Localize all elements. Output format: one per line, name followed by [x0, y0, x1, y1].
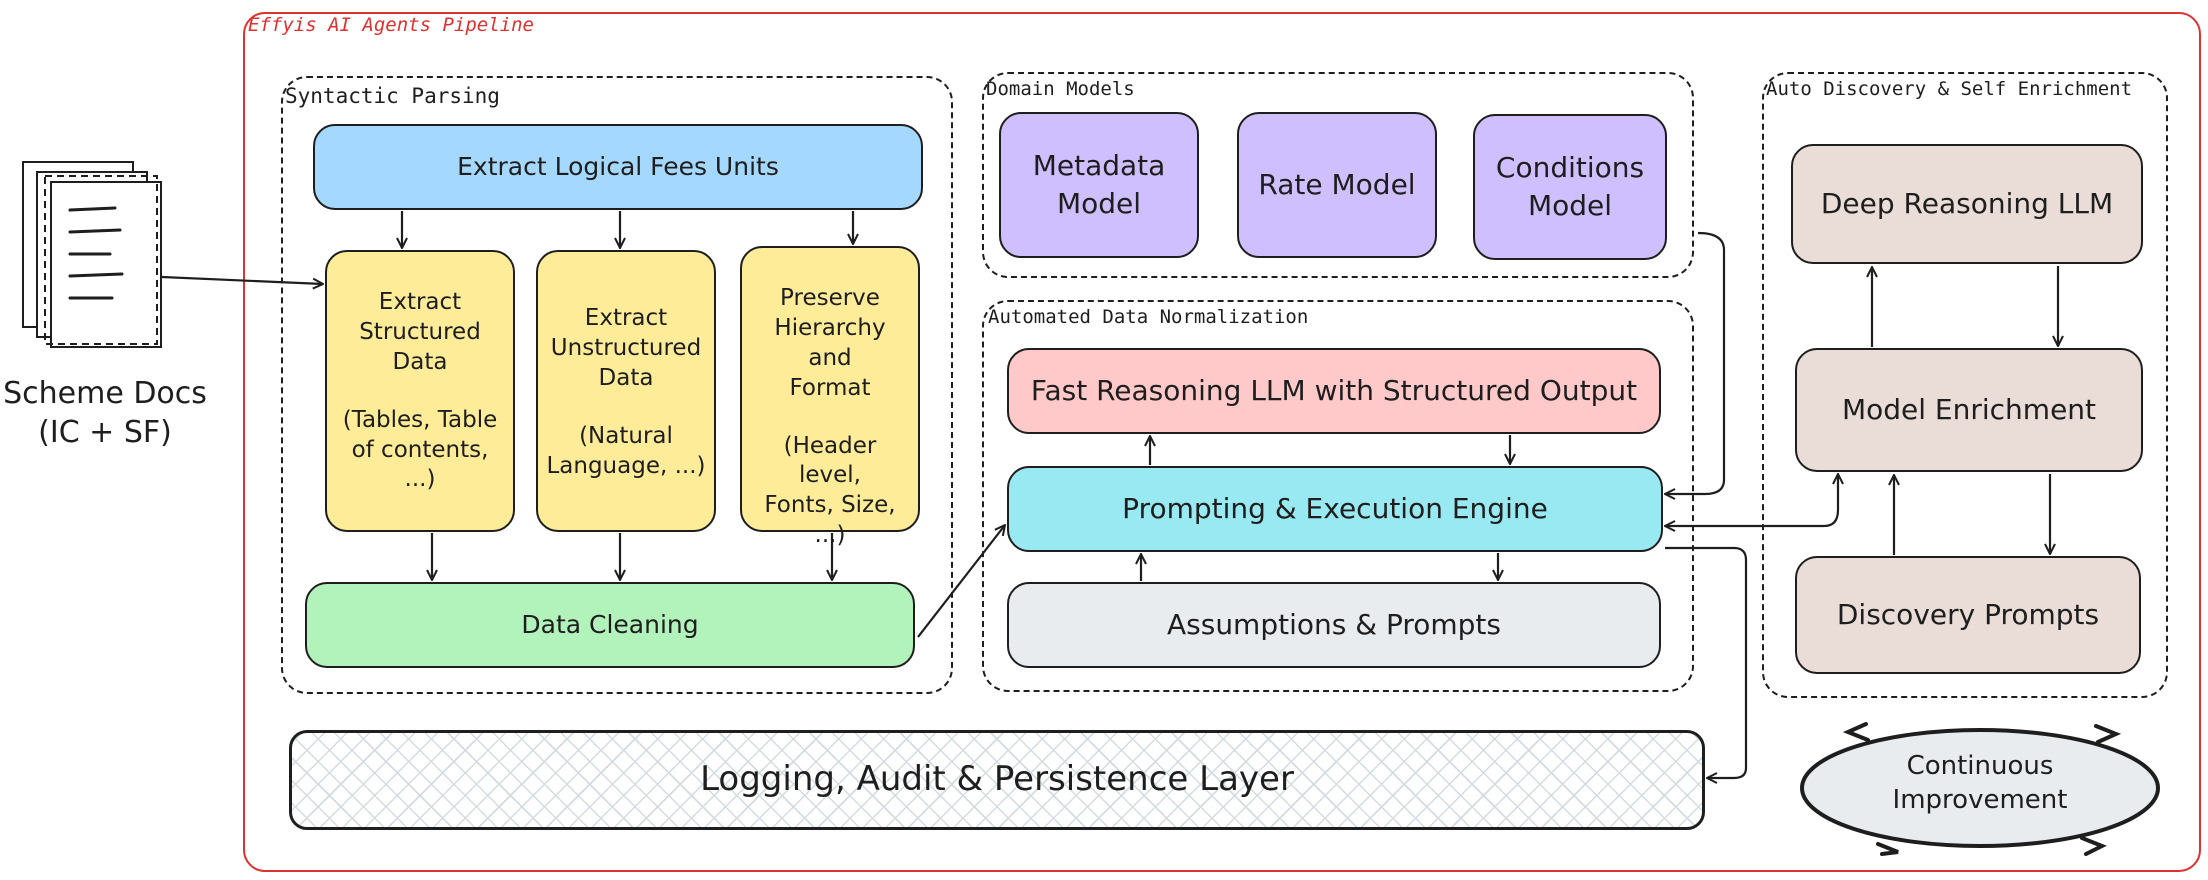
continuous-improvement-label: Continuous Improvement — [1892, 751, 2068, 815]
conditions-model-box: Conditions Model — [1473, 114, 1667, 260]
rate-model-box: Rate Model — [1237, 112, 1437, 258]
auto-discovery-group — [1762, 72, 2168, 698]
model-enrichment-box: Model Enrichment — [1795, 348, 2143, 472]
unstructured-detail: (Natural Language, ...) — [546, 422, 706, 479]
syntactic-parsing-title: Syntactic Parsing — [285, 84, 500, 108]
preserve-hierarchy-box: Preserve Hierarchy and Format (Header le… — [740, 246, 920, 548]
assumptions-prompts-box: Assumptions & Prompts — [1007, 582, 1661, 668]
logging-audit-persistence-box: Logging, Audit & Persistence Layer — [289, 730, 1705, 830]
deep-reasoning-llm-box: Deep Reasoning LLM — [1791, 144, 2143, 264]
domain-models-group — [982, 72, 1694, 278]
document-stack-icon — [22, 161, 162, 348]
pipeline-title: Effyis AI Agents Pipeline — [248, 14, 534, 36]
pipeline-frame — [243, 12, 2201, 872]
hierarchy-detail: (Header level, Fonts, Size, ...) — [764, 432, 896, 549]
unstructured-title: Extract Unstructured Data — [550, 305, 702, 391]
extract-logical-fees-units-box: Extract Logical Fees Units — [313, 124, 923, 210]
extract-structured-data-box: Extract Structured Data (Tables, Table o… — [325, 250, 515, 532]
fast-reasoning-llm-box: Fast Reasoning LLM with Structured Outpu… — [1007, 348, 1661, 434]
discovery-prompts-box: Discovery Prompts — [1795, 556, 2141, 674]
structured-title: Extract Structured Data — [359, 289, 481, 375]
structured-detail: (Tables, Table of contents, ...) — [342, 406, 498, 493]
extract-unstructured-data-box: Extract Unstructured Data (Natural Langu… — [536, 250, 716, 532]
scheme-docs-label: Scheme Docs (IC + SF) — [3, 376, 207, 450]
data-cleaning-box: Data Cleaning — [305, 582, 915, 668]
domain-models-title: Domain Models — [986, 78, 1135, 100]
auto-discovery-title: Auto Discovery & Self Enrichment — [1766, 78, 2133, 100]
data-normalization-title: Automated Data Normalization — [988, 306, 1309, 328]
metadata-model-box: Metadata Model — [999, 112, 1199, 258]
hierarchy-title: Preserve Hierarchy and Format — [774, 285, 886, 401]
prompting-execution-engine-box: Prompting & Execution Engine — [1007, 466, 1663, 552]
continuous-improvement-ellipse — [1800, 722, 2160, 856]
syntactic-parsing-group — [281, 76, 953, 694]
